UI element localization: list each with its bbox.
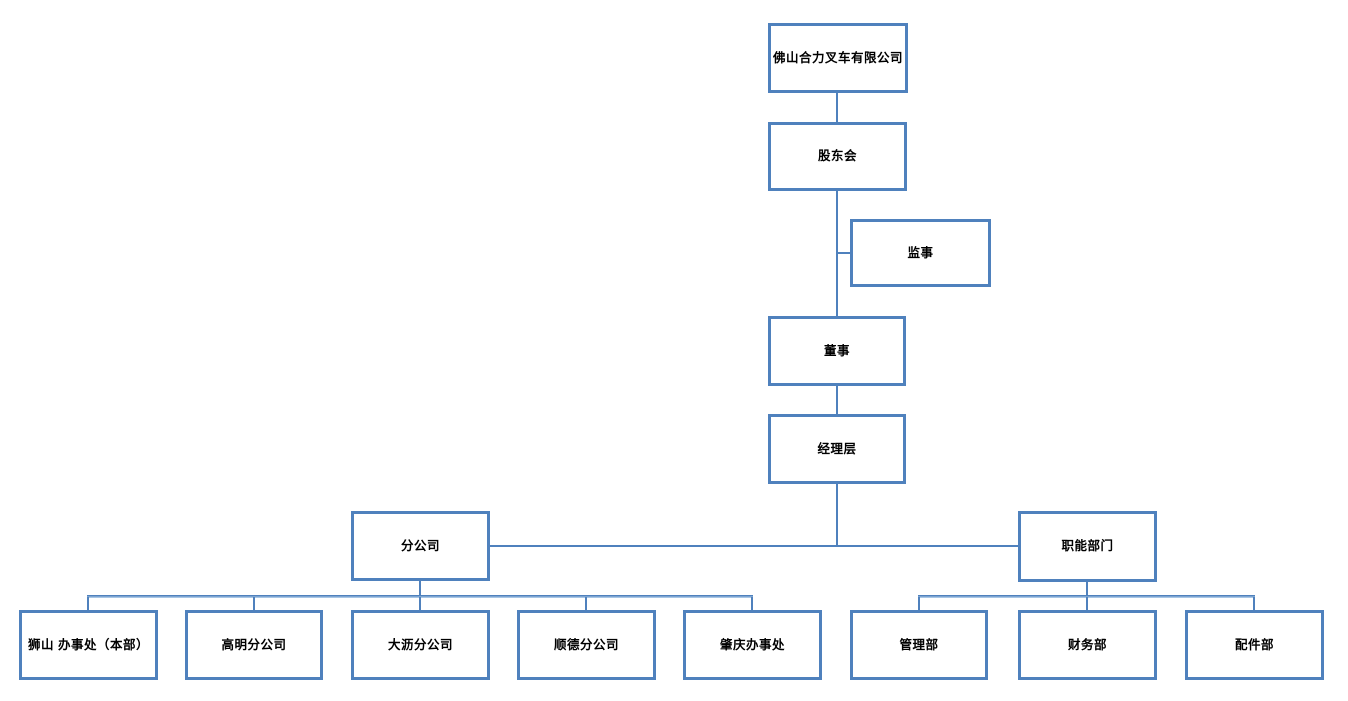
connector-stub-zhaoqing [751,597,753,610]
connector-director-management [836,386,838,414]
connector-left-bus [87,595,753,598]
connector-stub-admin [918,597,920,610]
node-branches: 分公司 [351,511,490,581]
node-parts-dept: 配件部 [1185,610,1324,680]
connector-supervisor-stub [837,252,850,254]
connector-stub-dali [419,597,421,610]
connector-stub-shunde [585,597,587,610]
node-gaoming-branch: 高明分公司 [185,610,323,680]
node-shunde-branch: 顺德分公司 [517,610,656,680]
connector-stub-finance [1086,597,1088,610]
node-shishan-office: 狮山 办事处（本部） [19,610,158,680]
connector-stub-parts [1253,597,1255,610]
node-company: 佛山合力叉车有限公司 [768,23,908,93]
connector-right-bus [918,595,1255,598]
connector-stub-gaoming [253,597,255,610]
node-zhaoqing-office: 肇庆办事处 [683,610,822,680]
connector-branches-drop [419,581,421,597]
node-management: 经理层 [768,414,906,484]
connector-branches-functional [490,545,1018,547]
connector-management-drop [836,484,838,547]
node-finance-dept: 财务部 [1018,610,1157,680]
node-admin-dept: 管理部 [850,610,988,680]
node-director: 董事 [768,316,906,386]
connector-company-shareholders [836,93,838,122]
node-shareholders: 股东会 [768,122,907,191]
node-dali-branch: 大沥分公司 [351,610,490,680]
node-supervisor: 监事 [850,219,991,287]
node-functional: 职能部门 [1018,511,1157,582]
connector-functional-drop [1086,582,1088,597]
connector-stub-shishan [87,597,89,610]
